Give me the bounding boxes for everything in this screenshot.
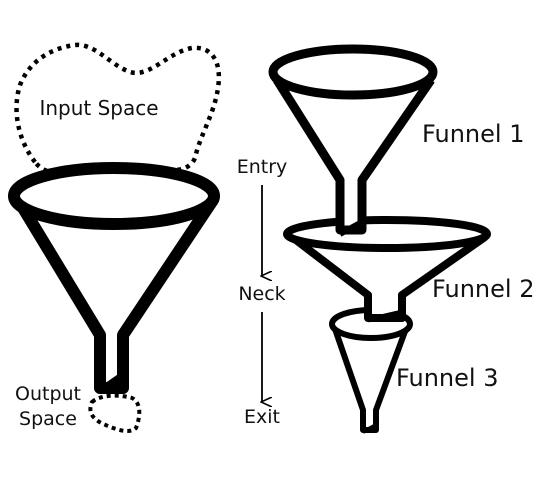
exit-label: Exit xyxy=(244,406,280,428)
output-space-label-line1: Output xyxy=(15,383,81,405)
funnel-1 xyxy=(268,44,438,237)
funnel-3-label: Funnel 3 xyxy=(396,364,498,392)
entry-label: Entry xyxy=(237,156,288,178)
funnel-1-label: Funnel 1 xyxy=(422,120,524,148)
output-space-blob xyxy=(88,393,142,434)
output-space-label-line2: Space xyxy=(19,408,77,430)
funnel-2-label: Funnel 2 xyxy=(432,275,534,303)
funnel-2 xyxy=(283,216,491,323)
input-space-label: Input Space xyxy=(39,96,158,120)
input-space-blob xyxy=(14,42,222,176)
neck-label: Neck xyxy=(238,283,285,305)
main-funnel xyxy=(8,162,220,394)
